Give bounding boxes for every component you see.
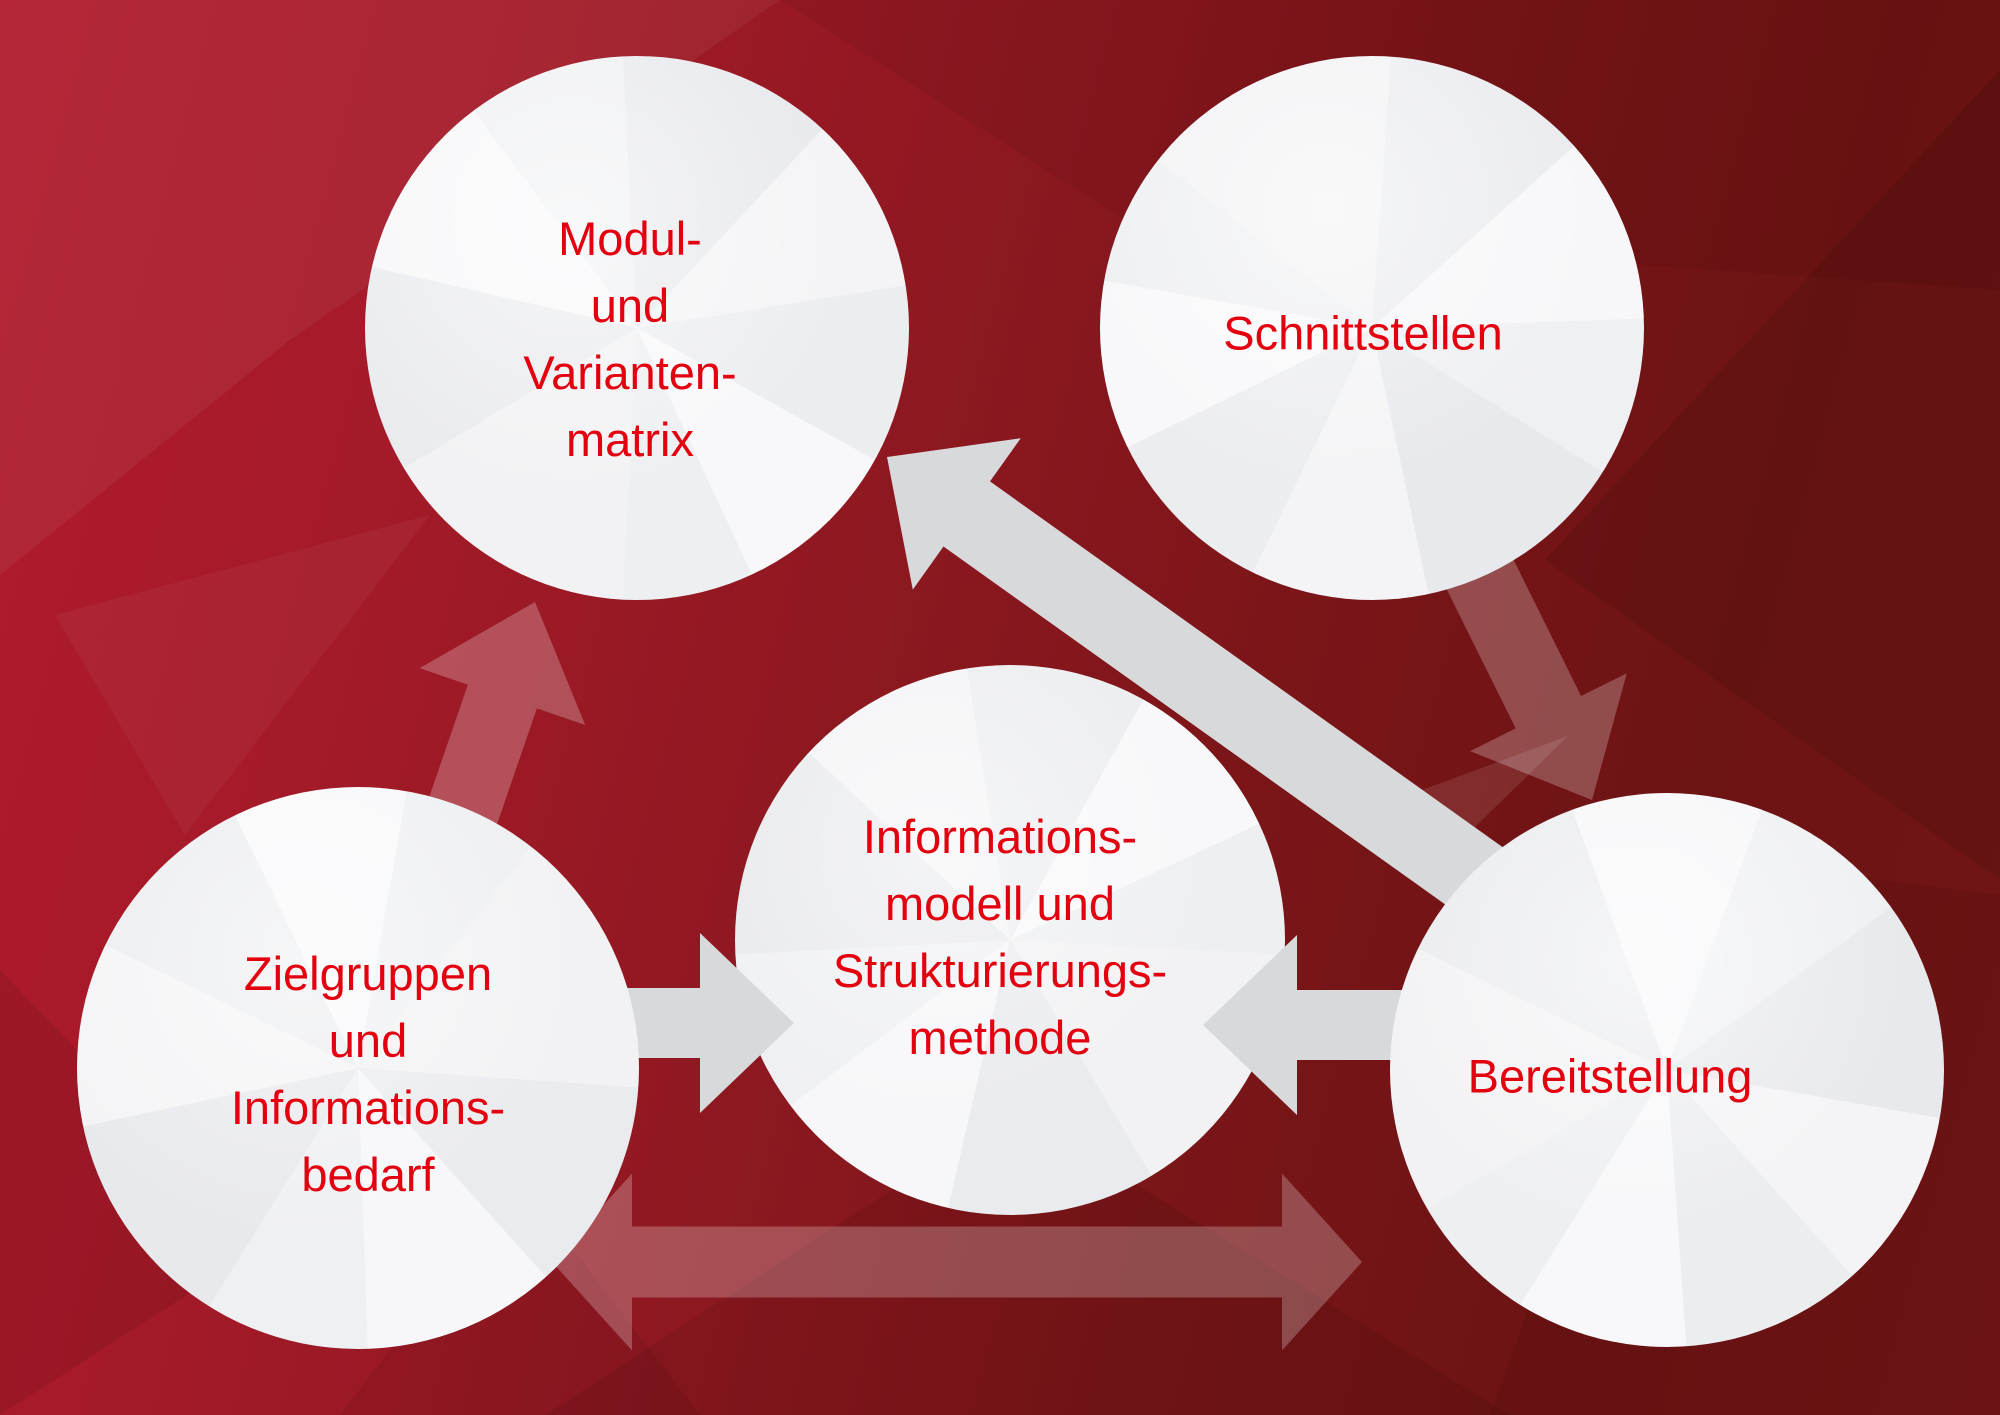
circle-label-modulmatrix: Modul- und Varianten- matrix: [523, 212, 737, 466]
arrow-zielgruppen-to-informationsmodell: [598, 933, 794, 1113]
arrow-schnittstellen-to-bereitstellung: [1429, 521, 1627, 800]
arrow-bereitstellung-to-informationsmodell: [1203, 935, 1422, 1115]
circle-label-zielgruppen: Zielgruppen und Informations- bedarf: [230, 947, 506, 1201]
circle-informationsmodell-und-strukturierungsmethode: Informations- modell und Strukturierungs…: [735, 665, 1285, 1215]
circle-bereitstellung: Bereitstellung: [1390, 793, 1944, 1347]
circle-label-bereitstellung: Bereitstellung: [1467, 1049, 1753, 1103]
circle-modul-und-variantenmatrix: Modul- und Varianten- matrix: [365, 56, 909, 600]
circle-zielgruppen-und-informationsbedarf: Zielgruppen und Informations- bedarf: [77, 787, 639, 1349]
background-facet: [0, 0, 780, 575]
arrow-bereitstellung-to-modulmatrix: [887, 438, 1644, 1013]
arrow-zielgruppen-bereitstellung-bidirectional: [552, 1173, 1362, 1351]
background-facet: [55, 515, 430, 835]
circle-label-schnittstellen: Schnittstellen: [1223, 306, 1503, 360]
circle-label-informationsmodell: Informations- modell und Strukturierungs…: [832, 810, 1168, 1064]
circle-schnittstellen: Schnittstellen: [1100, 56, 1644, 600]
background-facet: [545, 1110, 1510, 1415]
background-facet: [1545, 70, 2000, 880]
